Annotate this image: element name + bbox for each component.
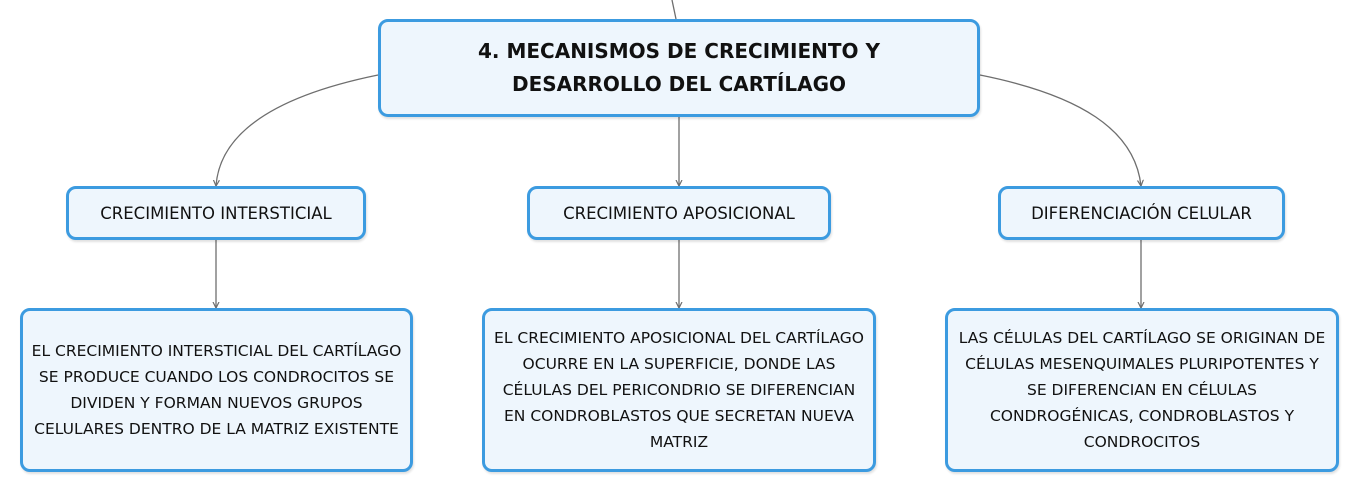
branch-topic-label: CRECIMIENTO APOSICIONAL [563,203,795,223]
connector-central-to-branch-1 [216,74,379,186]
detail-topic-text: LAS CÉLULAS DEL CARTÍLAGO SE ORIGINAN DE… [958,329,1326,451]
detail-topic-interstitial[interactable]: EL CRECIMIENTO INTERSTICIAL DEL CARTÍLAG… [20,308,413,472]
branch-topic-cell-differentiation[interactable]: DIFERENCIACIÓN CELULAR [998,186,1285,240]
central-topic-title: 4. MECANISMOS DE CRECIMIENTO Y DESARROLL… [478,39,880,96]
detail-topic-text: EL CRECIMIENTO INTERSTICIAL DEL CARTÍLAG… [31,342,402,438]
detail-topic-cell-differentiation[interactable]: LAS CÉLULAS DEL CARTÍLAGO SE ORIGINAN DE… [945,308,1339,472]
central-topic[interactable]: 4. MECANISMOS DE CRECIMIENTO Y DESARROLL… [378,19,980,117]
branch-topic-interstitial[interactable]: CRECIMIENTO INTERSTICIAL [66,186,366,240]
detail-topic-text: EL CRECIMIENTO APOSICIONAL DEL CARTÍLAGO… [494,329,864,451]
connector-parent [671,0,677,20]
branch-topic-label: CRECIMIENTO INTERSTICIAL [100,203,332,223]
branch-topic-label: DIFERENCIACIÓN CELULAR [1031,203,1252,223]
branch-topic-appositional[interactable]: CRECIMIENTO APOSICIONAL [527,186,831,240]
detail-topic-appositional[interactable]: EL CRECIMIENTO APOSICIONAL DEL CARTÍLAGO… [482,308,876,472]
connector-central-to-branch-3 [979,74,1141,186]
